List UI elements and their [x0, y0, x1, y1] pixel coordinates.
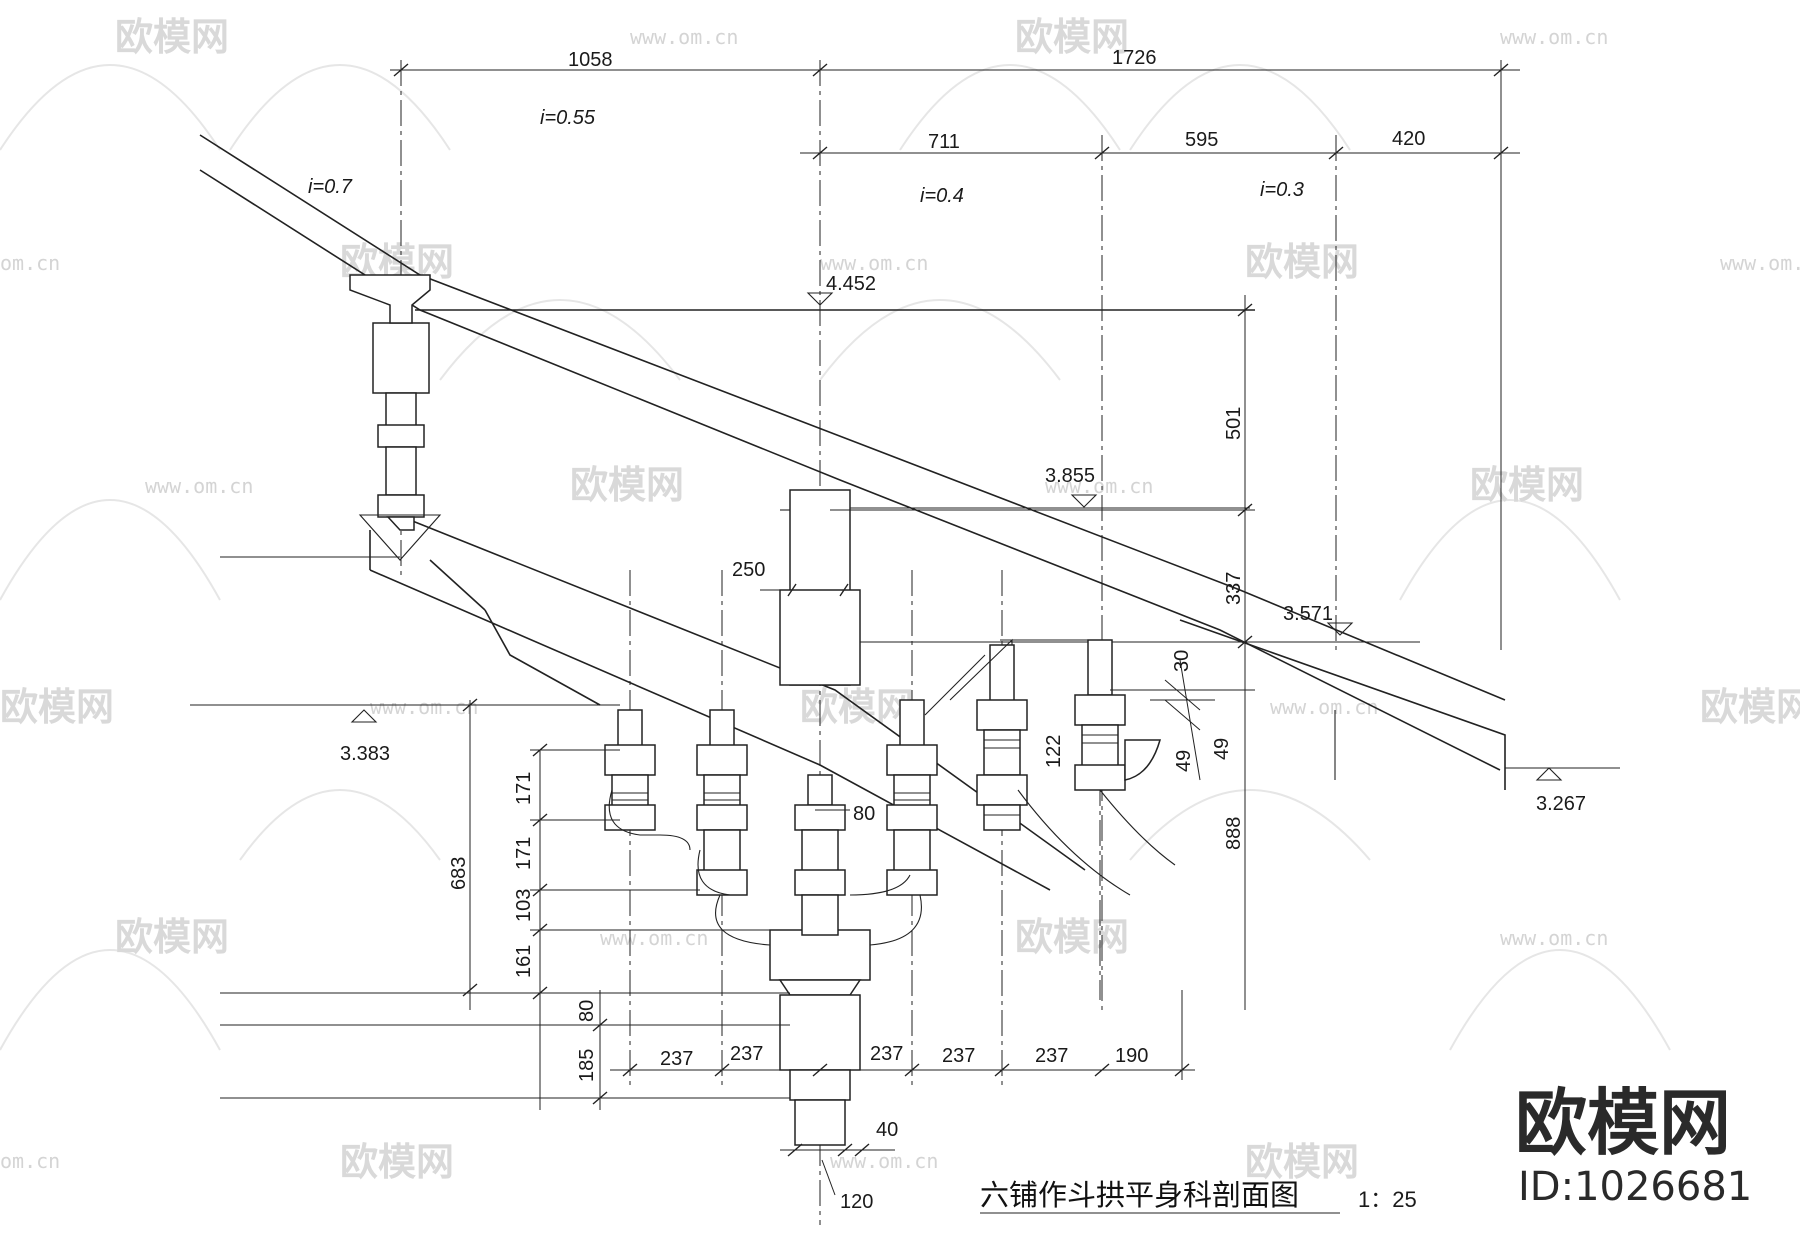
dim-label: 40	[876, 1119, 898, 1141]
dim-label: 1058	[568, 49, 613, 71]
dim-label: 80	[576, 1000, 598, 1022]
drawing-title: 六铺作斗拱平身科剖面图	[980, 1178, 1299, 1212]
bracket-unit	[886, 699, 938, 896]
dim-label: 103	[513, 889, 535, 922]
watermark-logo-text: 欧模网	[1515, 1081, 1731, 1165]
watermark-url: www.om.cn	[370, 695, 478, 719]
watermark-url: www.om.cn	[1720, 251, 1800, 275]
watermark-brand: 欧模网	[1700, 685, 1800, 729]
watermark-brand: 欧模网	[340, 1140, 454, 1184]
level-marker-icon	[1326, 622, 1354, 636]
level-marker-icon	[806, 292, 834, 306]
dim-label: 420	[1392, 128, 1425, 150]
watermark-layer: 欧模网 www.om.cn 欧模网 www.om.cn om.cn 欧模网 ww…	[0, 15, 1800, 1184]
level-marker-icon	[350, 709, 378, 723]
watermark-url: om.cn	[0, 251, 60, 275]
dim-label: 237	[660, 1048, 693, 1070]
corner-watermark: 欧模网 ID:1026681	[1515, 1081, 1752, 1210]
dim-label: 250	[732, 559, 765, 581]
roof-rafters	[199, 134, 1506, 891]
watermark-brand: 欧模网	[1015, 915, 1129, 959]
watermark-id: ID:1026681	[1518, 1164, 1752, 1210]
level-marker-icon	[1535, 767, 1563, 781]
watermark-url: www.om.cn	[830, 1149, 938, 1173]
elevation-label: 3.383	[340, 743, 390, 765]
dim-label: 337	[1223, 572, 1245, 605]
dim-label: 80	[853, 803, 875, 825]
watermark-url: www.om.cn	[1500, 926, 1608, 950]
bracket-unit	[976, 644, 1028, 831]
watermark-brand: 欧模网	[1470, 463, 1584, 507]
dim-label: 1726	[1112, 47, 1157, 69]
dimension-lines	[190, 60, 1620, 1157]
dim-label: 501	[1223, 407, 1245, 440]
dim-label: 171	[513, 772, 535, 805]
elevation-label: 4.452	[826, 273, 876, 295]
slope-label: i=0.3	[1260, 179, 1304, 201]
elevation-label: 3.571	[1283, 603, 1333, 625]
dim-label: 237	[1035, 1045, 1068, 1067]
watermark-brand: 欧模网	[800, 685, 914, 729]
watermark-brand: 欧模网	[0, 685, 114, 729]
watermark-brand: 欧模网	[115, 915, 229, 959]
dim-label: 190	[1115, 1045, 1148, 1067]
dim-label: 185	[576, 1049, 598, 1082]
dim-label: 122	[1043, 735, 1065, 768]
watermark-url: www.om.cn	[145, 474, 253, 498]
dim-label: 237	[942, 1045, 975, 1067]
watermark-arcs	[0, 64, 1671, 1051]
eave-column-stack	[349, 274, 442, 561]
watermark-url: www.om.cn	[1270, 695, 1378, 719]
watermark-url: om.cn	[0, 1149, 60, 1173]
watermark-url: www.om.cn	[1500, 25, 1608, 49]
slope-label: i=0.4	[920, 185, 964, 207]
watermark-url: www.om.cn	[820, 251, 928, 275]
dim-label: 683	[448, 857, 470, 890]
bracket-unit	[794, 774, 846, 936]
bracket-unit	[604, 709, 656, 831]
watermark-url: www.om.cn	[630, 25, 738, 49]
slope-label: i=0.7	[308, 176, 353, 198]
dim-label: 237	[870, 1043, 903, 1065]
level-marker-icon	[1070, 494, 1098, 508]
elevation-label: 3.855	[1045, 465, 1095, 487]
watermark-brand: 欧模网	[570, 463, 684, 507]
central-column	[769, 489, 871, 1146]
dim-label: 595	[1185, 129, 1218, 151]
watermark-brand: 欧模网	[1245, 240, 1359, 284]
drawing-scale: 1：25	[1358, 1187, 1417, 1212]
drawing-title-block: 六铺作斗拱平身科剖面图 1：25	[980, 1178, 1417, 1214]
slope-label: i=0.55	[540, 107, 596, 129]
dim-label: 888	[1223, 817, 1245, 850]
watermark-brand: 欧模网	[1245, 1140, 1359, 1184]
dim-label: 30	[1171, 650, 1193, 672]
dimension-labels: 1058 1726 711 595 420 i=0.55 i=0.7 i=0.4…	[308, 47, 1586, 1213]
dim-label: 161	[513, 945, 535, 978]
watermark-brand: 欧模网	[1015, 15, 1129, 59]
dim-label: 49	[1211, 738, 1233, 760]
dim-label: 711	[928, 131, 960, 153]
level-markers	[350, 292, 1563, 781]
bracket-unit	[696, 709, 748, 896]
bracket-units	[604, 638, 1176, 946]
dim-label: 171	[513, 837, 535, 870]
watermark-url: www.om.cn	[1045, 474, 1153, 498]
watermark-brand: 欧模网	[115, 15, 229, 59]
dim-label: 49	[1173, 750, 1195, 772]
dim-label: 237	[730, 1043, 763, 1065]
elevation-label: 3.267	[1536, 793, 1586, 815]
bracket-unit	[1074, 639, 1161, 791]
dim-label: 120	[840, 1191, 873, 1213]
